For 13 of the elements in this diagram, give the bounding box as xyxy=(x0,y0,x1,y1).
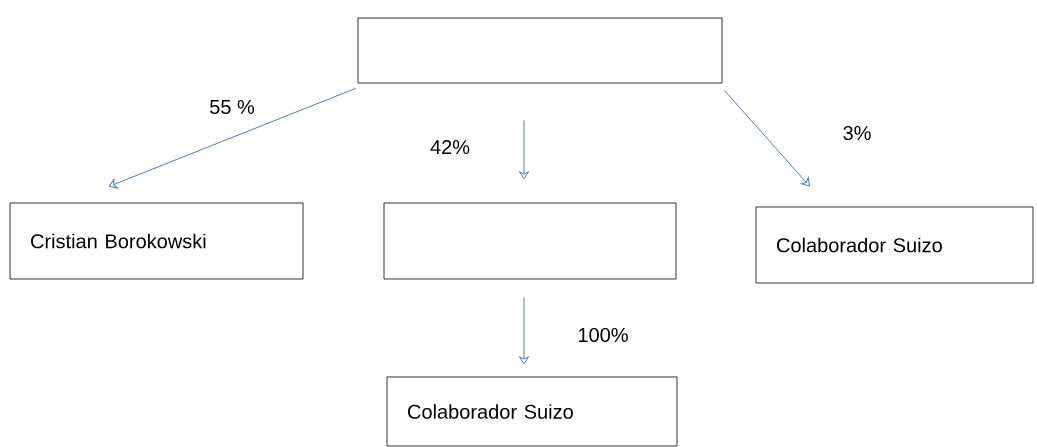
arrow xyxy=(108,87,357,189)
entity-box: Colaborador Suizo xyxy=(755,206,1034,284)
entity-box xyxy=(383,202,677,280)
arrow xyxy=(518,296,530,365)
entity-box xyxy=(357,17,723,84)
arrow xyxy=(518,119,530,180)
arrow xyxy=(723,89,810,187)
entity-box: Colaborador Suizo xyxy=(386,376,678,447)
edge-label: 55 % xyxy=(210,99,255,115)
edge-label: 100% xyxy=(578,327,628,343)
edge-label: 3% xyxy=(843,125,871,141)
entity-box: Cristian Borokowski xyxy=(9,202,304,280)
edge-label: 42% xyxy=(430,139,470,155)
